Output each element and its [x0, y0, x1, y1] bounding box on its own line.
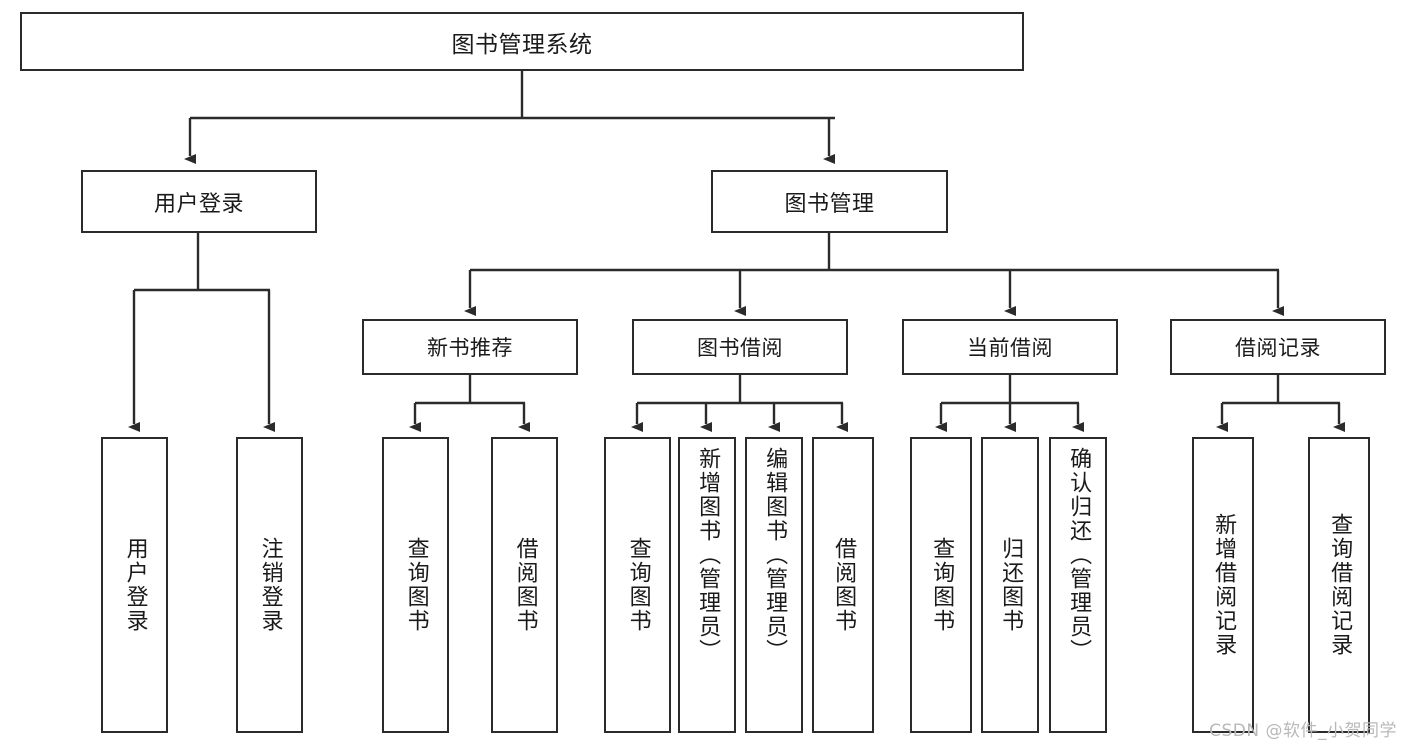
leaf-book-borrow-borrow[interactable]: 借阅图书: [812, 437, 874, 733]
leaf-user-login-login-label: 用户登录: [122, 537, 148, 633]
node-book-management[interactable]: 图书管理: [711, 170, 948, 233]
leaf-new-book-query[interactable]: 查询图书: [382, 437, 449, 733]
leaf-borrow-record-add[interactable]: 新增借阅记录: [1192, 437, 1254, 733]
leaf-user-login-logout-label: 注销登录: [257, 537, 283, 633]
leaf-current-borrow-query-label: 查询图书: [929, 537, 955, 633]
leaf-book-borrow-add-label: 新增图书（管理员）: [695, 447, 721, 663]
leaf-current-borrow-confirm[interactable]: 确认归还（管理员）: [1049, 437, 1107, 733]
leaf-new-book-borrow-label: 借阅图书: [512, 537, 538, 633]
node-user-login[interactable]: 用户登录: [81, 170, 317, 233]
node-new-book-recommend[interactable]: 新书推荐: [362, 319, 578, 375]
node-root[interactable]: 图书管理系统: [20, 12, 1024, 71]
node-current-borrow[interactable]: 当前借阅: [902, 319, 1118, 375]
leaf-user-login-login[interactable]: 用户登录: [101, 437, 168, 733]
node-book-borrow-label: 图书借阅: [697, 336, 783, 360]
leaf-new-book-query-label: 查询图书: [403, 537, 429, 633]
leaf-borrow-record-add-label: 新增借阅记录: [1211, 513, 1237, 657]
node-user-login-label: 用户登录: [153, 191, 244, 217]
leaf-new-book-borrow[interactable]: 借阅图书: [491, 437, 558, 733]
node-book-borrow[interactable]: 图书借阅: [632, 319, 848, 375]
node-borrow-record[interactable]: 借阅记录: [1170, 319, 1386, 375]
leaf-book-borrow-borrow-label: 借阅图书: [831, 537, 857, 633]
leaf-book-borrow-query[interactable]: 查询图书: [604, 437, 671, 733]
leaf-book-borrow-edit-label: 编辑图书（管理员）: [762, 447, 788, 663]
watermark: CSDN @软件_小贺同学: [1209, 721, 1397, 741]
leaf-book-borrow-edit[interactable]: 编辑图书（管理员）: [745, 437, 803, 733]
leaf-current-borrow-return[interactable]: 归还图书: [981, 437, 1039, 733]
leaf-borrow-record-query[interactable]: 查询借阅记录: [1308, 437, 1370, 733]
node-book-management-label: 图书管理: [784, 191, 875, 217]
node-new-book-recommend-label: 新书推荐: [427, 336, 513, 360]
node-current-borrow-label: 当前借阅: [967, 336, 1053, 360]
leaf-user-login-logout[interactable]: 注销登录: [236, 437, 303, 733]
node-borrow-record-label: 借阅记录: [1235, 336, 1321, 360]
leaf-current-borrow-confirm-label: 确认归还（管理员）: [1066, 447, 1092, 663]
leaf-current-borrow-query[interactable]: 查询图书: [910, 437, 972, 733]
node-root-label: 图书管理系统: [451, 31, 593, 58]
leaf-borrow-record-query-label: 查询借阅记录: [1327, 513, 1353, 657]
leaf-book-borrow-query-label: 查询图书: [625, 537, 651, 633]
leaf-current-borrow-return-label: 归还图书: [998, 537, 1024, 633]
leaf-book-borrow-add[interactable]: 新增图书（管理员）: [678, 437, 736, 733]
